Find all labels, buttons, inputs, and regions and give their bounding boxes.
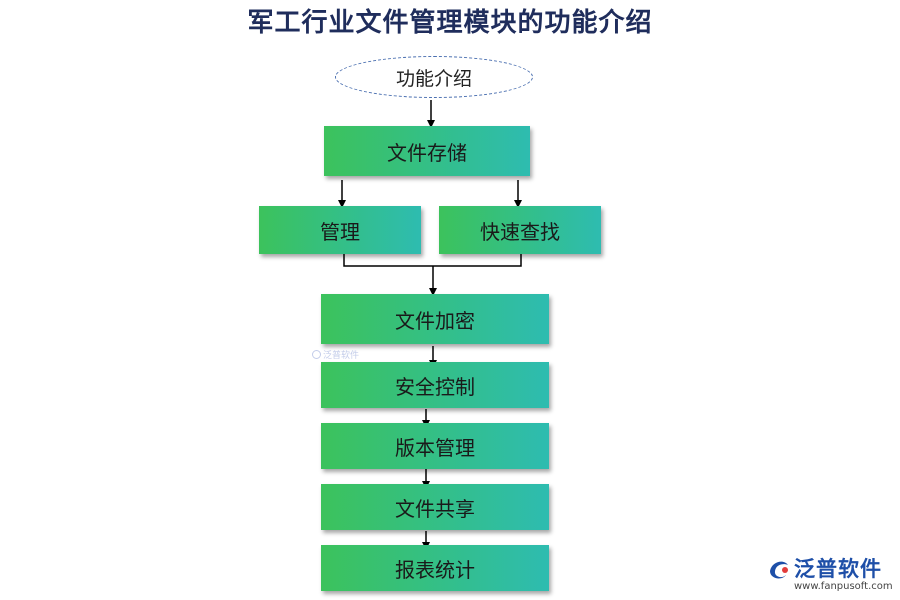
watermark-text: 泛普软件 (323, 351, 360, 361)
start-node-label: 功能介绍 (395, 67, 472, 90)
node-label: 管理 (320, 219, 360, 244)
node-report-statistics: 报表统计 (321, 545, 549, 591)
brand-name: 泛普软件 (794, 557, 882, 581)
node-label: 文件共享 (395, 496, 475, 521)
node-quick-search: 快速查找 (439, 206, 601, 254)
node-label: 报表统计 (395, 557, 475, 582)
watermark-logo-icon (312, 350, 321, 359)
watermark: 泛普软件 (312, 348, 359, 361)
start-node-ellipse: 功能介绍 (335, 56, 533, 98)
node-label: 快速查找 (480, 219, 560, 244)
node-label: 安全控制 (395, 374, 475, 399)
node-file-storage: 文件存储 (324, 126, 530, 176)
node-label: 文件加密 (395, 308, 475, 333)
node-version-management: 版本管理 (321, 423, 549, 469)
node-manage: 管理 (259, 206, 421, 254)
brand-url: www.fanpusoft.com (794, 581, 893, 592)
brand-logo: 泛普软件 www.fanpusoft.com (764, 553, 894, 597)
node-security-control: 安全控制 (321, 362, 549, 408)
merge-line (343, 254, 522, 267)
node-file-sharing: 文件共享 (321, 484, 549, 530)
brand-swirl-icon (770, 561, 788, 579)
node-file-encryption: 文件加密 (321, 294, 549, 344)
node-label: 版本管理 (395, 435, 475, 460)
node-label: 文件存储 (387, 140, 467, 165)
page-title: 军工行业文件管理模块的功能介绍 (247, 8, 653, 38)
